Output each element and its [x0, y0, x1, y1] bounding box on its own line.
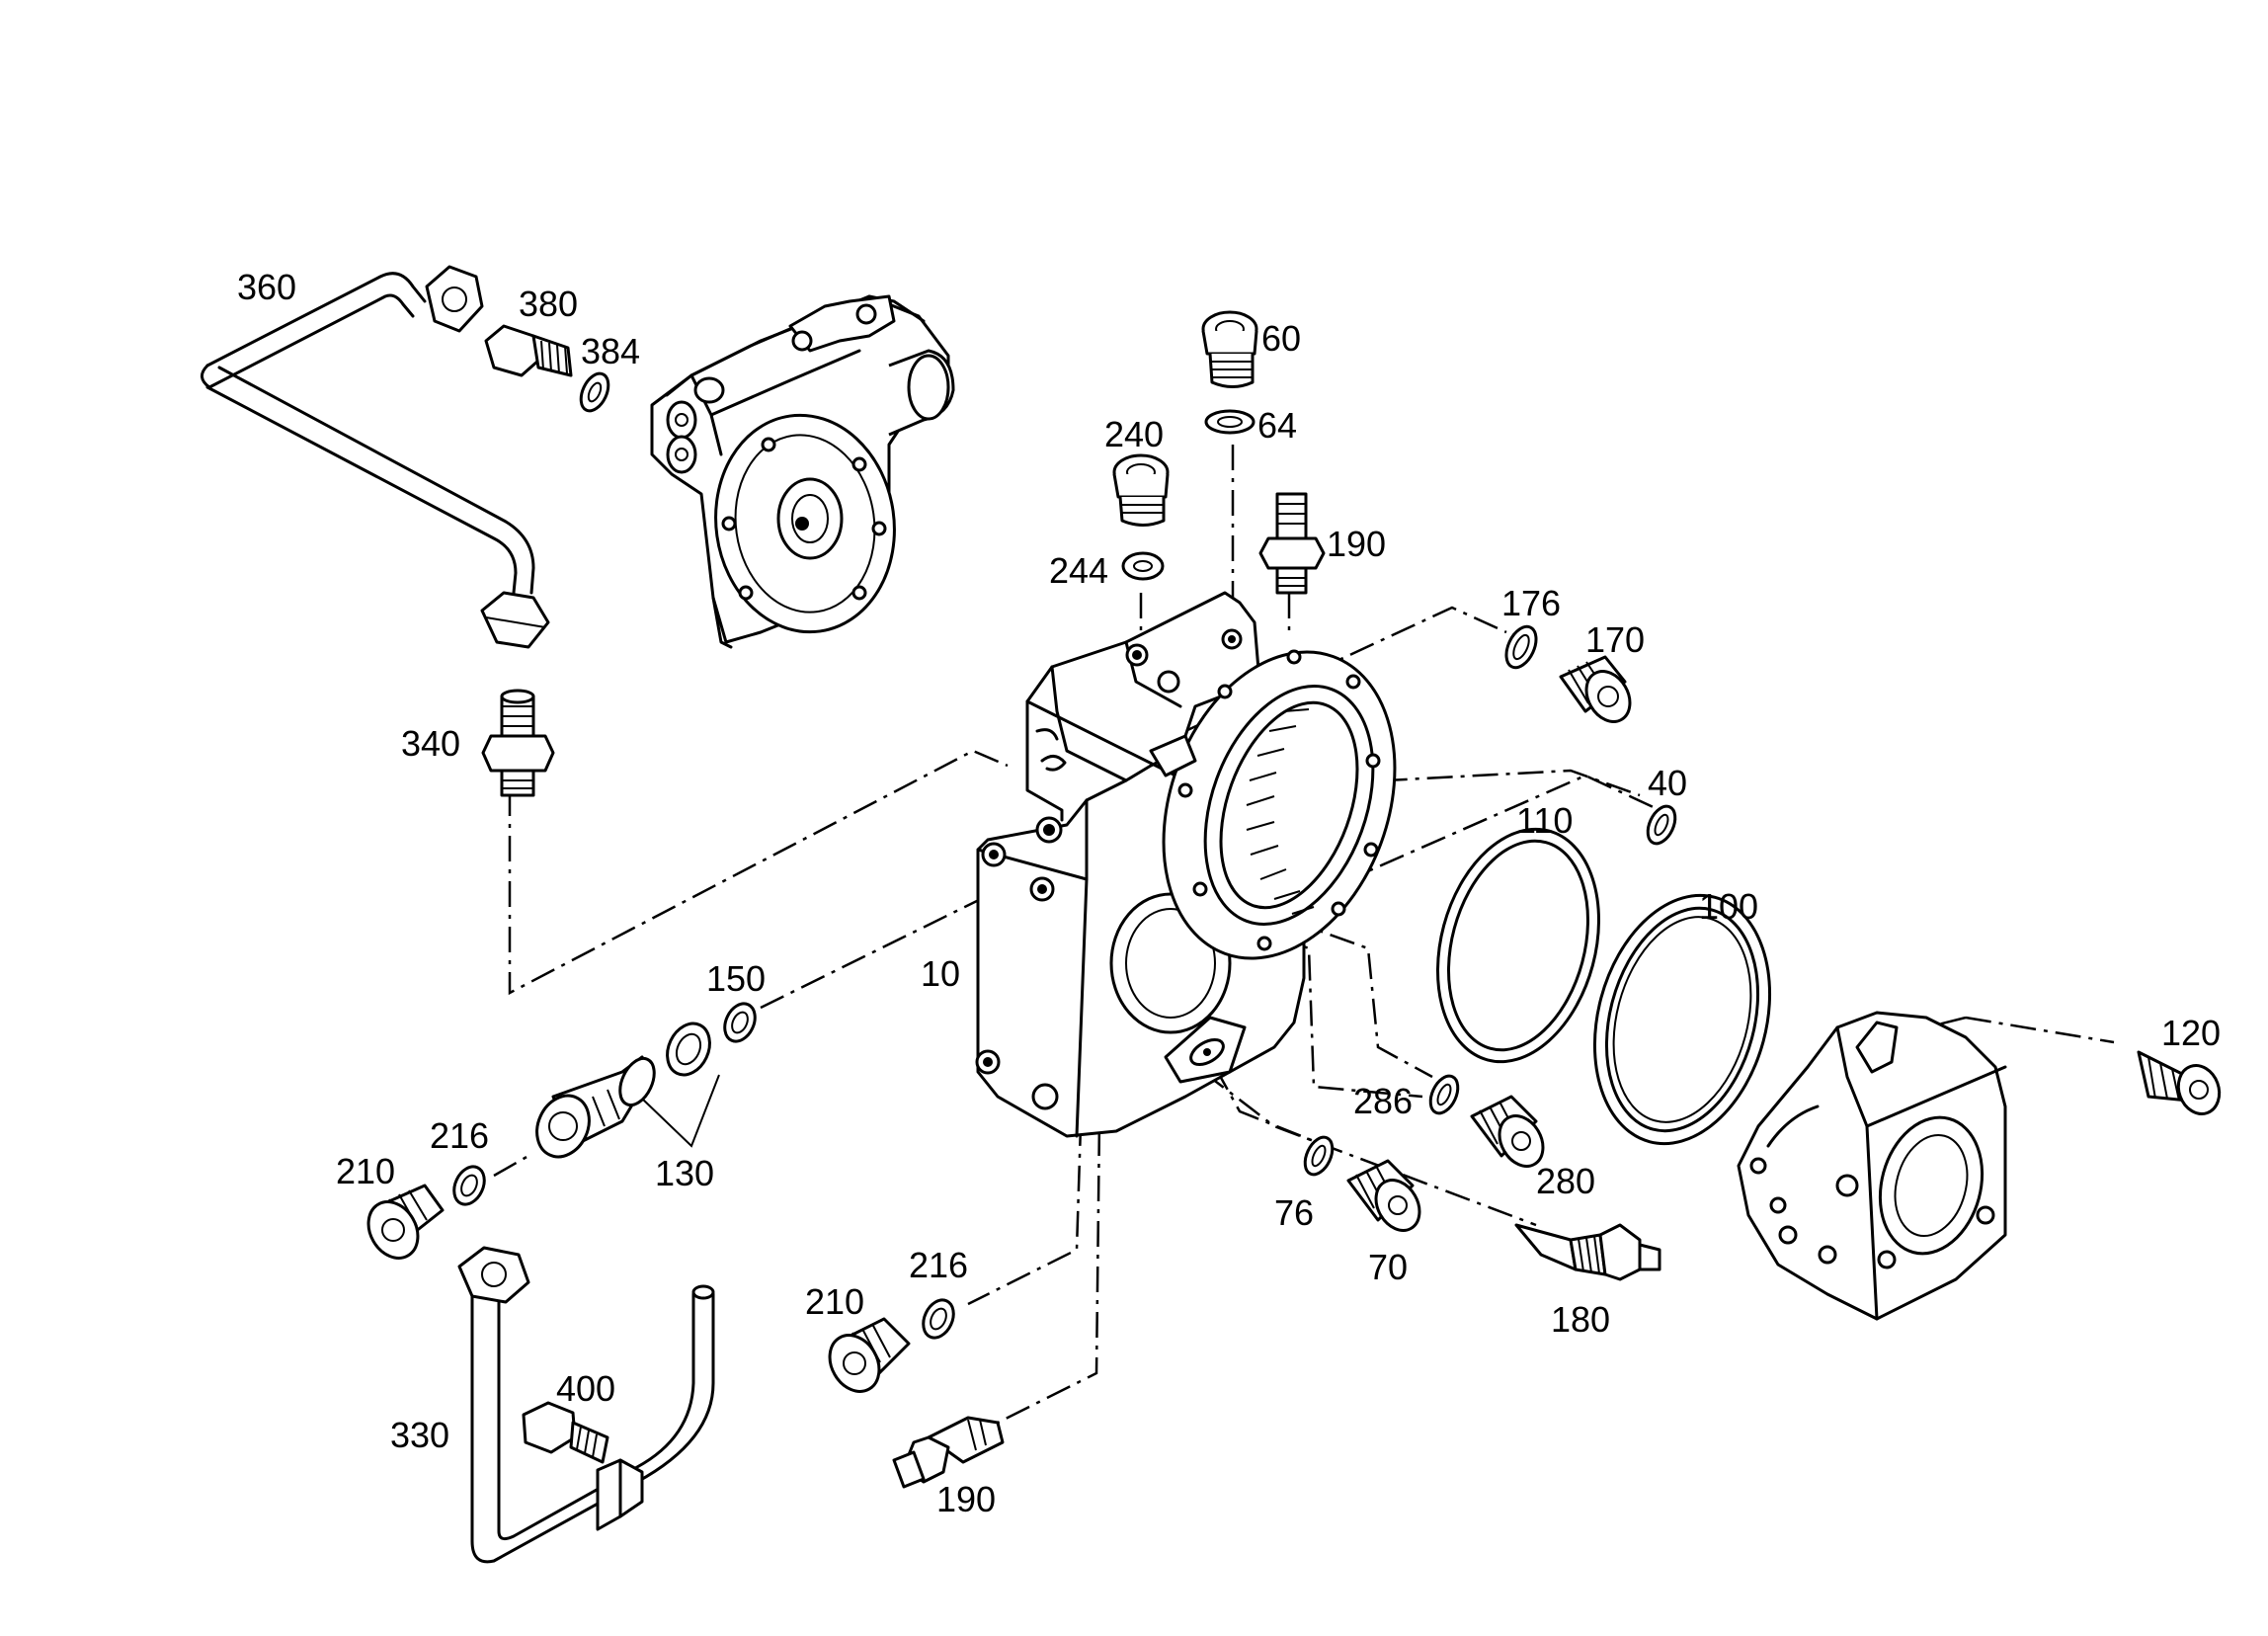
fitting-380 [484, 324, 573, 377]
main-housing-10 [975, 591, 1397, 1138]
valve-130 [535, 1022, 711, 1159]
callout-400: 400 [556, 1368, 615, 1409]
callout-190-top: 190 [1327, 524, 1386, 564]
washer-216-left [452, 1165, 486, 1206]
callout-280: 280 [1536, 1161, 1595, 1201]
callout-360: 360 [237, 267, 296, 307]
bolt-400 [522, 1401, 609, 1464]
washer-150 [723, 1002, 757, 1043]
plug-70 [1346, 1159, 1421, 1232]
callout-180: 180 [1551, 1299, 1610, 1340]
callout-330: 330 [390, 1415, 449, 1455]
callout-10: 10 [921, 953, 960, 994]
callout-60: 60 [1261, 318, 1301, 359]
callout-76: 76 [1274, 1192, 1314, 1233]
fitting-190-bottom [892, 1416, 1005, 1489]
fitting-190-top [1258, 492, 1326, 595]
callout-210-bottom: 210 [805, 1281, 864, 1322]
washer-244 [1121, 551, 1165, 581]
seal-100 [1592, 893, 1772, 1146]
callout-216-bottom: 216 [909, 1245, 968, 1285]
plug-170 [1559, 655, 1632, 723]
callout-labels: 360 380 384 60 64 240 244 190 176 170 34… [237, 267, 2221, 1519]
callout-170: 170 [1585, 619, 1645, 660]
plug-60 [1201, 310, 1258, 388]
callout-384: 384 [581, 331, 640, 371]
callout-210-left: 210 [336, 1151, 395, 1191]
leader-130 [641, 1074, 720, 1148]
washer-216-bottom [922, 1298, 955, 1340]
washer-384 [579, 371, 610, 413]
callout-244: 244 [1049, 550, 1108, 591]
callout-240: 240 [1104, 414, 1164, 454]
pump-housing-right [1737, 1011, 2007, 1321]
fitting-340 [481, 689, 555, 797]
oring-76 [1303, 1135, 1335, 1177]
pipe-360 [201, 265, 550, 649]
screw-180 [1514, 1223, 1661, 1281]
callout-40: 40 [1648, 763, 1687, 803]
oring-176 [1504, 624, 1538, 670]
plug-210-bottom [828, 1317, 911, 1393]
callout-216-left: 216 [430, 1115, 489, 1156]
oring-286 [1428, 1074, 1460, 1115]
callout-176: 176 [1501, 583, 1561, 623]
callout-64: 64 [1257, 405, 1297, 446]
callout-190-bottom: 190 [936, 1479, 996, 1519]
callout-150: 150 [706, 958, 766, 999]
plug-240 [1112, 453, 1170, 527]
callout-130: 130 [655, 1153, 714, 1193]
plug-210-left [366, 1184, 445, 1260]
washer-64 [1204, 409, 1256, 435]
callout-120: 120 [2161, 1013, 2221, 1053]
callout-380: 380 [519, 284, 578, 324]
pump-housing-top [650, 294, 955, 649]
ring-110 [1436, 827, 1600, 1064]
callout-70: 70 [1368, 1247, 1408, 1287]
pipe-330 [457, 1246, 715, 1564]
callout-286: 286 [1353, 1081, 1413, 1121]
callout-100: 100 [1699, 886, 1758, 927]
oring-40 [1646, 804, 1677, 846]
plug-280 [1470, 1095, 1545, 1168]
callout-340: 340 [401, 723, 460, 764]
callout-110: 110 [1516, 800, 1573, 841]
bolt-120 [2137, 1050, 2222, 1115]
